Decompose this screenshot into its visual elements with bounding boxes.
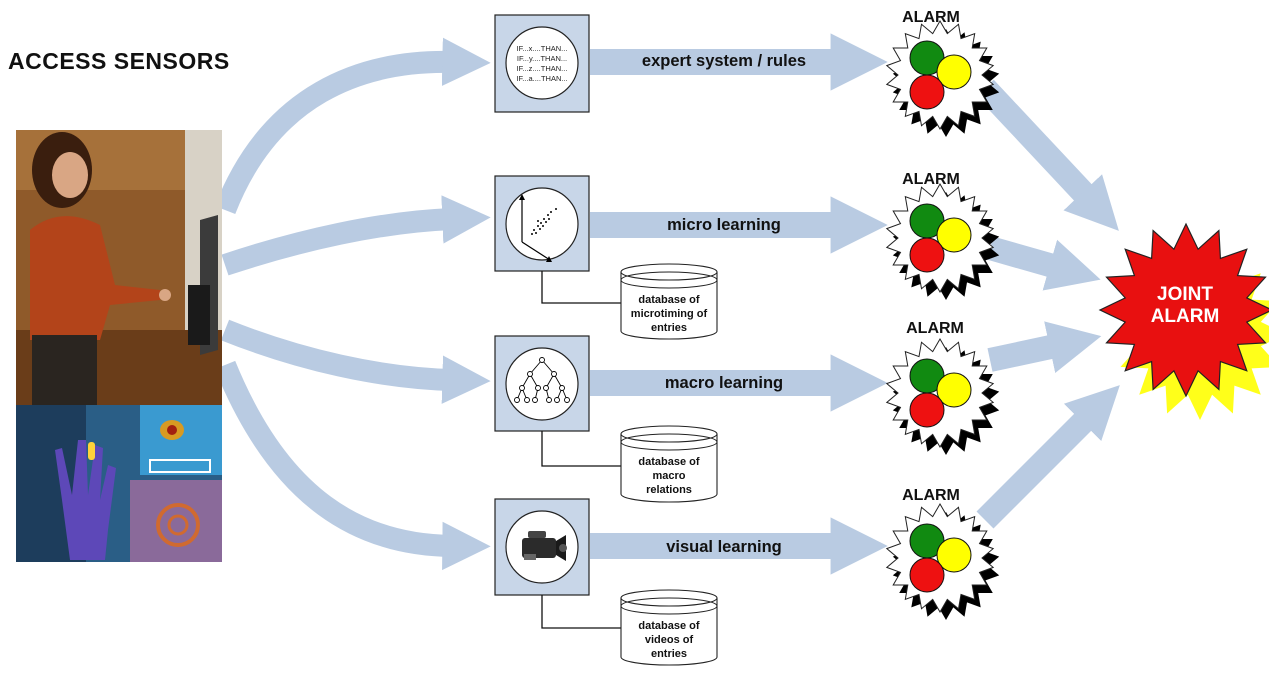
database-cylinder-micro	[620, 263, 718, 340]
joint-alarm-burst	[1098, 222, 1269, 420]
arrow-alarm2-joint	[986, 236, 1101, 291]
alarm-badge-3	[885, 338, 1000, 455]
yellow-light-icon	[936, 217, 972, 253]
page-title: ACCESS SENSORS	[8, 48, 230, 74]
branch-box-micro	[494, 175, 590, 272]
rule-line-4: IF...a....THAN...	[516, 74, 568, 83]
alarm-label-1: ALARM	[902, 9, 960, 26]
branch-box-expert	[494, 14, 590, 113]
biometric-collage-image	[16, 405, 222, 562]
database-label-macro: database of macro relations	[638, 456, 700, 496]
database-cylinder-visual	[620, 589, 718, 666]
arrow-to-micro	[221, 195, 491, 276]
rules-icon: IF...x....THAN... IF...y....THAN... IF..…	[506, 44, 578, 84]
red-light-icon	[909, 392, 945, 428]
alarm-label-2: ALARM	[902, 171, 960, 188]
yellow-light-icon	[936, 537, 972, 573]
rule-line-3: IF...z....THAN...	[516, 64, 568, 73]
alarm-badge-1	[885, 20, 1000, 137]
arrow-alarm3-joint	[987, 321, 1102, 374]
red-light-icon	[909, 74, 945, 110]
red-light-icon	[909, 237, 945, 273]
db-connectors	[541, 271, 621, 629]
yellow-light-icon	[936, 372, 972, 408]
alarm-badges	[885, 20, 1000, 620]
sensor-to-branch-arrows	[214, 37, 491, 571]
branch-to-alarm-arrows	[590, 33, 888, 575]
alarm-to-joint-arrows	[976, 79, 1120, 529]
arrow-alarm4-joint	[976, 385, 1120, 529]
database-label-visual: database of videos of entries	[638, 620, 700, 660]
access-terminal-photo	[16, 130, 222, 405]
rule-line-1: IF...x....THAN...	[516, 44, 568, 53]
branch-box-visual	[494, 498, 590, 596]
arrow-alarm1-joint	[976, 79, 1119, 231]
flow-label-macro: macro learning	[664, 374, 784, 392]
scatter-plot-icon	[519, 194, 557, 262]
yellow-light-icon	[936, 54, 972, 90]
flow-label-expert: expert system / rules	[641, 52, 807, 70]
rule-line-2: IF...y....THAN...	[516, 54, 568, 63]
arrow-to-macro	[220, 319, 491, 404]
alarm-badge-4	[885, 503, 1000, 620]
branch-box-macro	[494, 335, 590, 432]
database-cylinder-macro	[620, 425, 718, 503]
arrow-to-visual	[214, 360, 491, 571]
joint-alarm-label: JOINT ALARM	[1150, 284, 1220, 327]
alarm-label-3: ALARM	[906, 320, 964, 337]
database-label-micro: database of microtiming of entries	[630, 294, 708, 334]
video-camera-icon	[522, 531, 567, 561]
arrow-to-expert	[214, 37, 491, 215]
alarm-label-4: ALARM	[902, 487, 960, 504]
flow-label-visual: visual learning	[666, 538, 782, 556]
alarm-badge-2	[885, 183, 1000, 300]
red-light-icon	[909, 557, 945, 593]
flow-label-micro: micro learning	[667, 216, 781, 234]
tree-icon	[514, 357, 570, 403]
